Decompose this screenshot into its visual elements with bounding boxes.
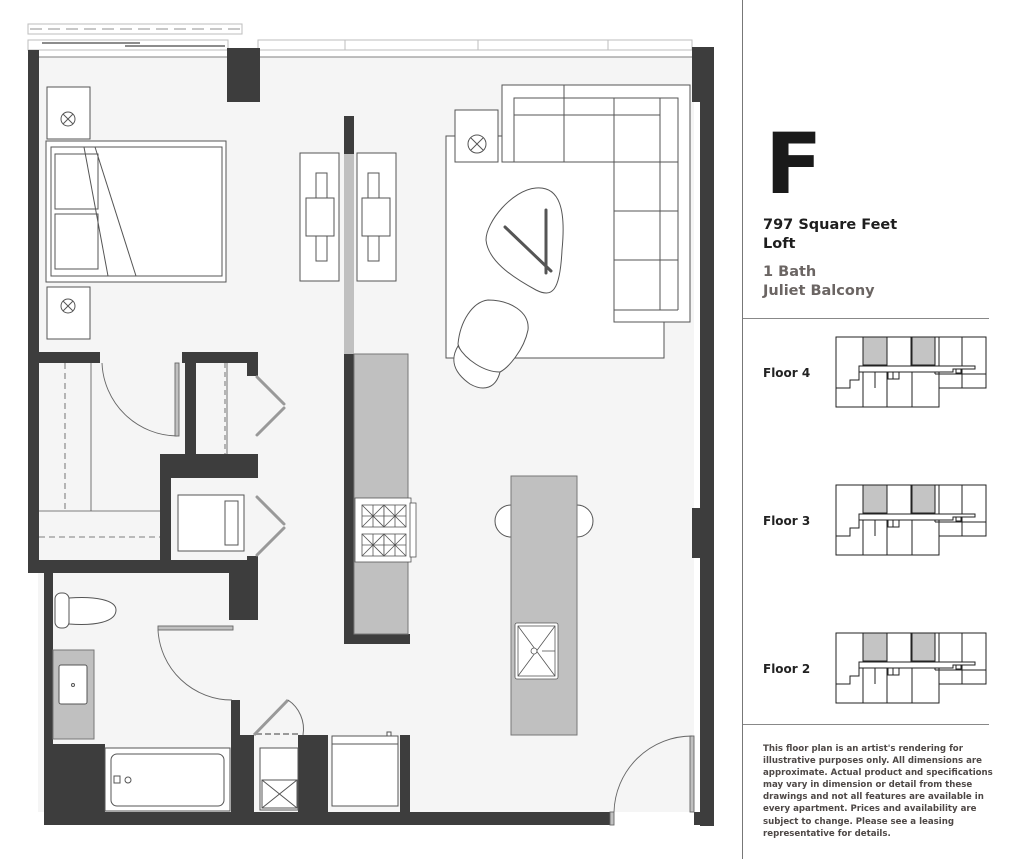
door-swing-icon xyxy=(101,362,180,437)
floor-plan xyxy=(27,23,714,826)
coffee-table-icon xyxy=(485,187,564,294)
window-icon xyxy=(27,23,693,58)
closet xyxy=(224,363,228,454)
divider xyxy=(743,724,989,725)
refrigerator-icon xyxy=(252,698,304,811)
washer-dryer-icon xyxy=(177,494,245,552)
unit-size-type: 797 Square Feet Loft xyxy=(763,216,897,254)
armchair-icon xyxy=(453,299,529,389)
door-swing-icon xyxy=(609,735,695,826)
door-swing-icon xyxy=(255,375,286,557)
glass-partition xyxy=(344,154,354,354)
washer-dryer-icon xyxy=(331,731,399,807)
floor-label: Floor 3 xyxy=(763,514,811,528)
bath-count: 1 Bath xyxy=(763,264,817,280)
lamp-icon xyxy=(46,86,91,140)
info-panel: F 797 Square Feet Loft 1 Bath Juliet Bal… xyxy=(742,0,1024,859)
divider xyxy=(743,318,989,319)
kitchen-sink-icon xyxy=(514,622,559,680)
floor-label: Floor 2 xyxy=(763,662,811,676)
disclaimer-text: This floor plan is an artist's rendering… xyxy=(763,744,993,839)
lamp-icon xyxy=(454,109,499,163)
key-plan-icon xyxy=(835,484,987,556)
desk-chair-icon xyxy=(356,152,397,282)
unit-letter: F xyxy=(765,115,823,213)
bathtub-icon xyxy=(104,747,231,812)
vanity-sink-icon xyxy=(52,649,95,740)
walls xyxy=(28,47,714,826)
toilet-icon xyxy=(54,592,117,629)
unit-features: 1 Bath Juliet Balcony xyxy=(763,263,875,301)
kitchen-island xyxy=(494,475,594,736)
unit-type: Loft xyxy=(763,236,796,252)
floor-label: Floor 4 xyxy=(763,366,811,380)
desk-chair-icon xyxy=(299,152,340,282)
kitchen-counter xyxy=(353,353,409,635)
square-feet: 797 Square Feet xyxy=(763,217,898,233)
sofa-icon xyxy=(501,84,691,323)
lamp-icon xyxy=(46,286,91,340)
key-plan-icon xyxy=(835,336,987,408)
key-plan-icon xyxy=(835,632,987,704)
door-swing-icon xyxy=(157,625,234,701)
bed-icon xyxy=(45,140,227,283)
balcony-feature: Juliet Balcony xyxy=(763,283,875,299)
walk-in-closet xyxy=(39,363,160,538)
cooktop-icon xyxy=(354,497,417,563)
